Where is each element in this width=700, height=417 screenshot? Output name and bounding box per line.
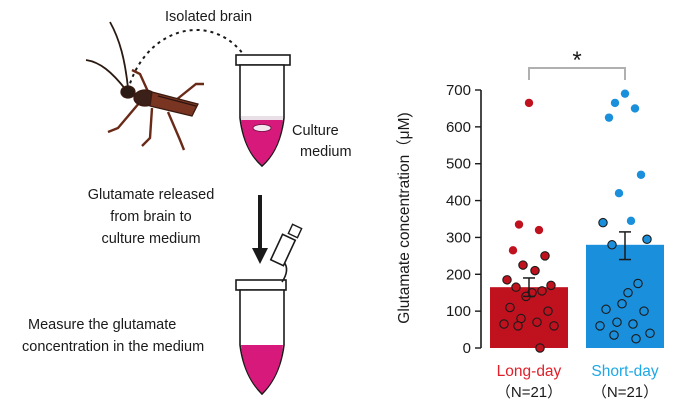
isolated-brain-label: Isolated brain: [165, 9, 253, 25]
experiment-diagram: [85, 21, 303, 396]
data-point: [513, 321, 523, 331]
data-point: [617, 299, 627, 309]
significance-bracket: *: [528, 47, 626, 80]
data-point: [505, 302, 515, 313]
data-point: [543, 306, 553, 316]
culture-medium-label-line1: Culture: [292, 123, 339, 139]
data-point: [623, 287, 633, 298]
data-point: [514, 220, 524, 229]
data-point: [645, 328, 655, 339]
data-point: [609, 330, 619, 340]
measure-text-line1: Measure the glutamate: [28, 317, 177, 333]
data-point: [612, 317, 622, 327]
y-tick-label: 300: [446, 229, 471, 246]
measurement-tube-icon: [235, 223, 303, 396]
data-point: [614, 189, 624, 198]
y-axis-title: Glutamate concentration（μM): [396, 112, 413, 323]
significance-marker: *: [572, 47, 581, 74]
data-point: [518, 260, 528, 270]
y-tick-label: 0: [463, 340, 471, 357]
culture-tube-icon: [235, 54, 291, 168]
data-point: [630, 104, 640, 113]
data-points: [499, 89, 655, 353]
data-point: [549, 321, 559, 331]
insect-icon: [85, 21, 204, 151]
data-point: [511, 282, 521, 292]
sample-size-label: （N=21）: [496, 384, 562, 401]
data-point: [537, 286, 547, 296]
data-point: [604, 113, 614, 122]
data-point: [620, 89, 630, 98]
release-text-line3: culture medium: [101, 231, 201, 247]
data-point: [499, 319, 509, 329]
data-point: [532, 317, 542, 327]
data-point: [628, 319, 638, 329]
data-point: [631, 334, 641, 344]
culture-medium-label-line2: medium: [300, 144, 352, 160]
data-point: [534, 225, 544, 235]
dashed-transfer-arrow: [127, 29, 263, 106]
y-tick-label: 700: [446, 82, 471, 99]
y-tick-label: 400: [446, 193, 471, 210]
y-tick-label: 200: [446, 266, 471, 283]
data-point: [642, 234, 652, 245]
data-point: [607, 240, 617, 250]
sample-size-label: （N=21）: [592, 384, 658, 401]
y-tick-label: 500: [446, 156, 471, 173]
category-labels: Long-day （N=21） Short-day （N=21）: [496, 363, 659, 401]
brain-icon: [252, 124, 272, 132]
data-point: [535, 343, 545, 353]
data-point: [524, 98, 534, 108]
y-tick-label: 600: [446, 119, 471, 136]
error-bars: [523, 231, 631, 298]
release-text-line2: from brain to: [110, 209, 192, 225]
data-point: [546, 280, 556, 291]
category-label: Long-day: [497, 363, 562, 380]
data-point: [639, 306, 649, 316]
measure-text-line2: concentration in the medium: [22, 339, 205, 355]
significance-bracket-line: [528, 67, 626, 80]
process-arrow-head: [252, 248, 268, 264]
data-point: [610, 98, 620, 108]
data-point: [633, 278, 643, 289]
data-point: [502, 275, 512, 285]
data-point: [626, 216, 636, 226]
data-point: [636, 170, 646, 179]
data-point: [508, 246, 518, 255]
y-axis: 0 100 200 300 400 500 600 700: [446, 82, 482, 357]
category-label: Short-day: [591, 363, 658, 380]
data-point: [601, 304, 611, 315]
release-text-line1: Glutamate released: [87, 187, 215, 203]
y-tick-label: 100: [446, 303, 471, 320]
data-point: [540, 251, 550, 261]
data-point: [595, 321, 605, 331]
data-point: [598, 217, 608, 228]
data-point: [530, 265, 540, 276]
